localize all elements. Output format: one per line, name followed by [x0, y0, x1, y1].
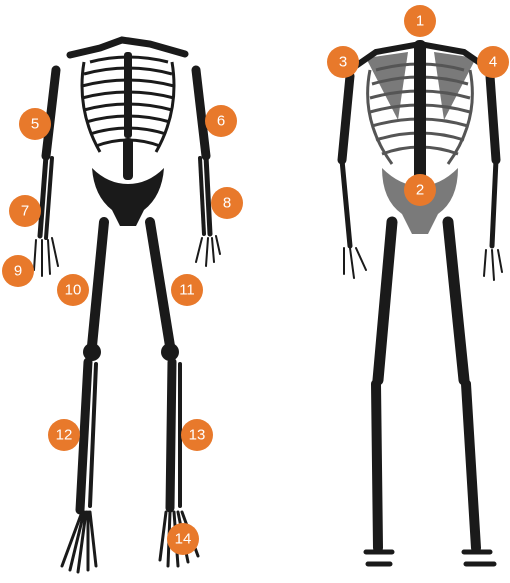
marker-7-label: 7	[21, 203, 29, 220]
marker-11: 11	[171, 274, 203, 306]
marker-14: 14	[167, 523, 199, 555]
anterior-legs	[62, 222, 198, 572]
anterior-left-arm	[196, 70, 220, 266]
marker-10: 10	[57, 274, 89, 306]
marker-3: 3	[327, 46, 359, 78]
marker-6: 6	[205, 105, 237, 137]
marker-4: 4	[477, 46, 509, 78]
marker-2: 2	[404, 174, 436, 206]
marker-8: 8	[211, 187, 243, 219]
marker-10-label: 10	[65, 282, 82, 299]
marker-7: 7	[9, 195, 41, 227]
anterior-right-arm	[34, 70, 58, 276]
marker-13: 13	[181, 419, 213, 451]
marker-8-label: 8	[223, 195, 231, 212]
marker-11-label: 11	[179, 282, 195, 299]
marker-1-label: 1	[416, 13, 424, 30]
marker-13-label: 13	[189, 427, 206, 444]
spine	[123, 138, 133, 180]
marker-9: 9	[2, 255, 34, 287]
marker-12: 12	[48, 419, 80, 451]
marker-12-label: 12	[56, 427, 73, 444]
marker-5: 5	[19, 108, 51, 140]
marker-5-label: 5	[31, 116, 39, 133]
sternum	[124, 52, 132, 138]
anterior-skeleton	[34, 40, 220, 572]
marker-14-label: 14	[175, 531, 192, 548]
marker-4-label: 4	[489, 54, 497, 71]
marker-1: 1	[404, 5, 436, 37]
posterior-skeleton	[342, 40, 502, 564]
marker-6-label: 6	[217, 113, 225, 130]
posterior-legs	[366, 222, 494, 564]
posterior-spine	[414, 40, 426, 190]
marker-3-label: 3	[339, 54, 347, 71]
marker-9-label: 9	[14, 263, 22, 280]
right-scapula	[366, 52, 408, 120]
marker-2-label: 2	[416, 182, 424, 199]
